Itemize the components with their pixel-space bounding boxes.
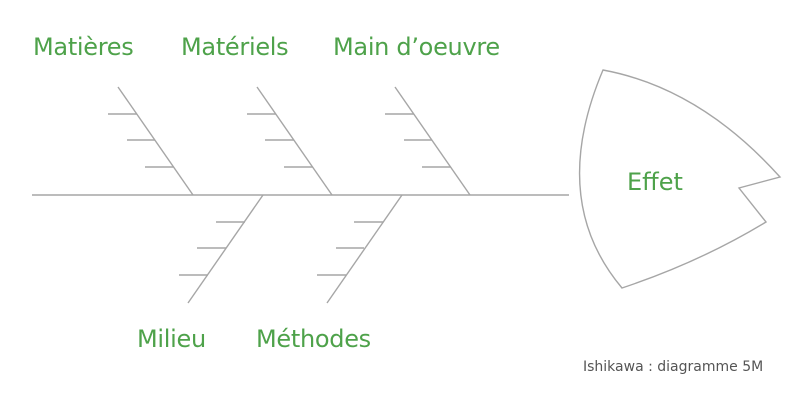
bone-milieu bbox=[179, 194, 264, 304]
category-label-materiels: Matériels bbox=[181, 33, 289, 61]
category-label-milieu: Milieu bbox=[137, 325, 206, 353]
fish-head-shape bbox=[578, 69, 782, 289]
bone-matieres bbox=[108, 86, 194, 196]
diagram-caption: Ishikawa : diagramme 5M bbox=[583, 359, 764, 375]
bone-materiels bbox=[247, 86, 333, 196]
bone-methodes bbox=[317, 194, 403, 304]
bone-main-doeuvre bbox=[385, 86, 471, 196]
category-label-main-doeuvre: Main d’oeuvre bbox=[333, 33, 500, 61]
category-label-matieres: Matières bbox=[33, 33, 134, 61]
effect-label: Effet bbox=[627, 168, 683, 196]
category-label-methodes: Méthodes bbox=[256, 325, 371, 353]
